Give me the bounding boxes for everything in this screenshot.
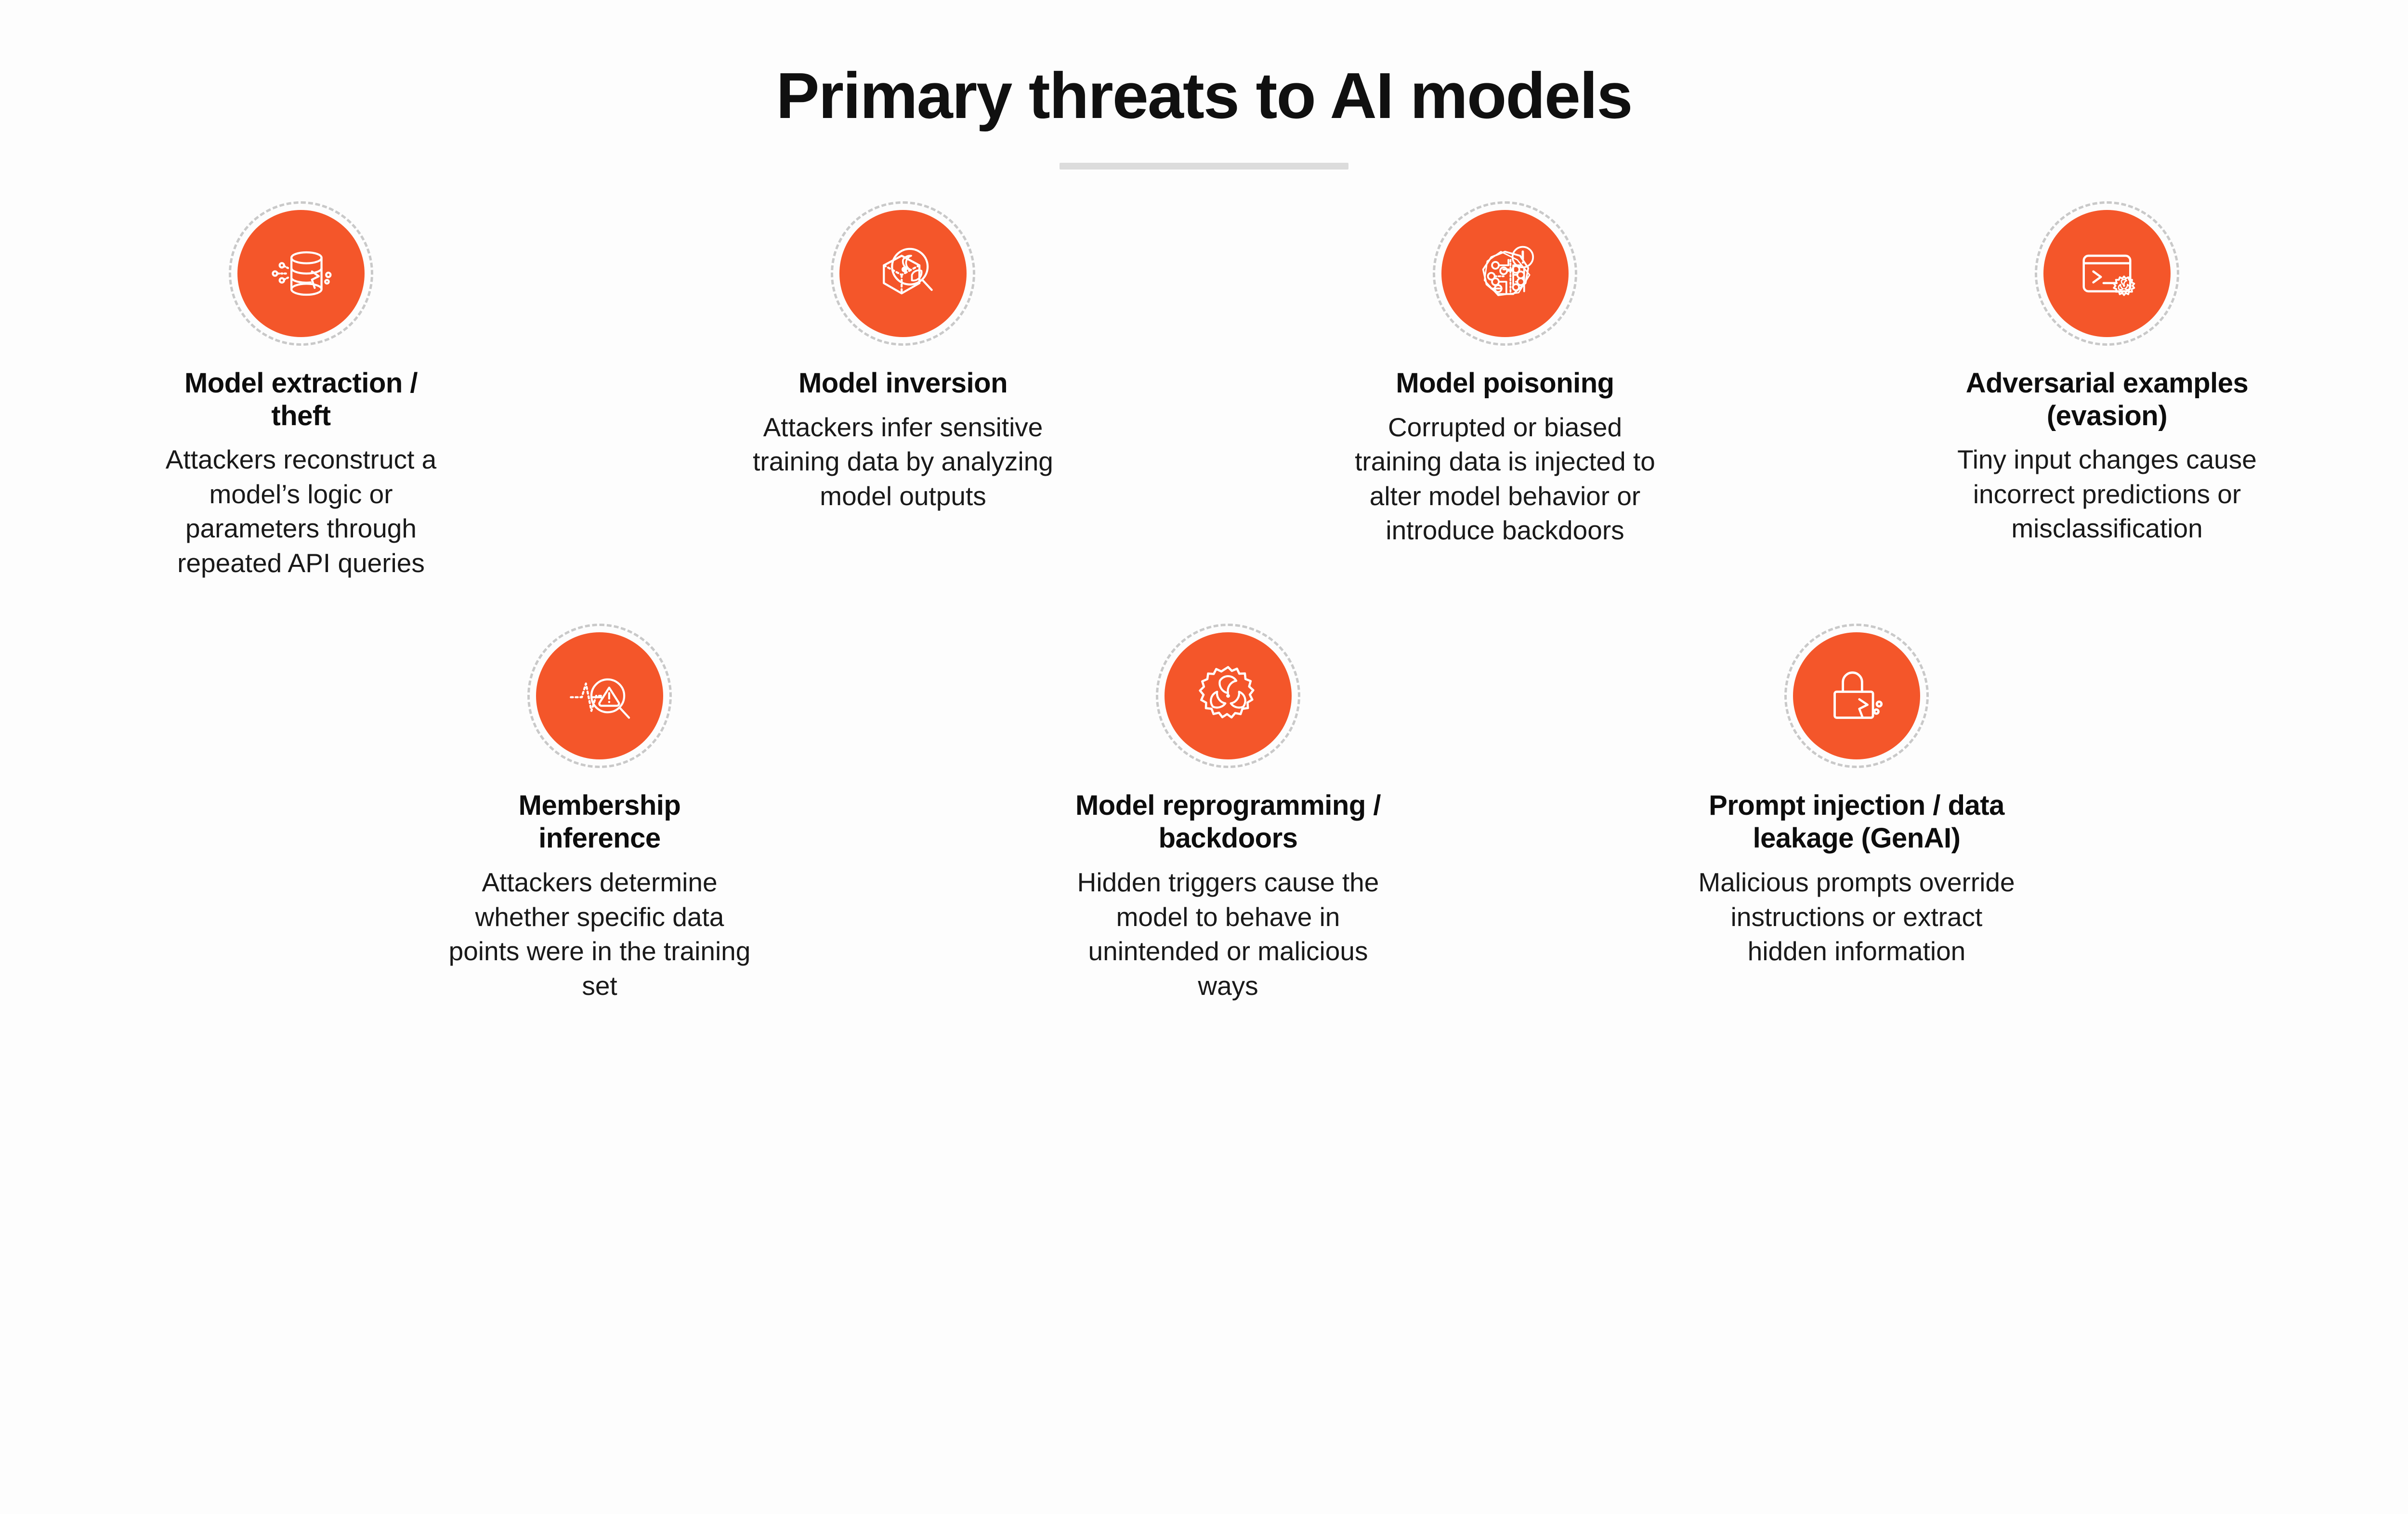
icon-badge [527, 624, 672, 769]
icon-badge [1784, 624, 1929, 769]
threat-description: Corrupted or biased training data is inj… [1355, 412, 1655, 546]
title-divider [1060, 162, 1348, 170]
threat-description: Hidden triggers cause the model to behav… [1077, 867, 1379, 1001]
dashed-ring [1433, 201, 1577, 346]
threat-card[interactable]: Prompt injection / data leakage (GenAI) … [1613, 624, 2100, 1003]
threat-card[interactable]: Model reprogramming / backdoors Hidden t… [985, 624, 1471, 1003]
threat-description: Malicious prompts override instructions … [1698, 867, 2015, 966]
dashed-ring [831, 201, 975, 346]
dashed-ring [2035, 201, 2179, 346]
threat-description: Tiny input changes cause incorrect predi… [1957, 444, 2257, 544]
threat-description: Attackers reconstruct a model’s logic or… [165, 444, 437, 578]
icon-circle [1793, 632, 1920, 760]
threat-title: Model inversion [798, 367, 1008, 399]
dashed-ring [1156, 624, 1300, 769]
icon-badge [2035, 201, 2179, 346]
threat-title: Prompt injection / data leakage (GenAI) [1709, 790, 2004, 854]
circuit-alert-icon [1482, 246, 1534, 296]
threat-description: Attackers infer sensitive training data … [753, 412, 1053, 511]
threat-title: Model poisoning [1396, 367, 1614, 399]
threat-title: Model extraction / theft [184, 367, 418, 431]
threat-card[interactable]: Model extraction / theft Attackers recon… [58, 201, 544, 581]
magnifier-cube-icon [883, 248, 933, 295]
icon-badge [229, 201, 373, 346]
waveform-magnifier-warning-icon [570, 679, 630, 719]
page-header: Primary threats to AI models [0, 0, 2408, 170]
dashed-ring [229, 201, 373, 346]
icon-circle [536, 632, 663, 760]
threat-row-2: Membership inference Attackers determine… [0, 624, 2408, 1003]
threat-card[interactable]: Model poisoning Corrupted or biased trai… [1262, 201, 1748, 581]
threat-row-1: Model extraction / theft Attackers recon… [0, 201, 2408, 581]
threat-card[interactable]: Membership inference Attackers determine… [356, 624, 843, 1003]
threat-description: Attackers determine whether specific dat… [448, 867, 751, 1001]
threat-card[interactable]: Model inversion Attackers infer sensitiv… [660, 201, 1146, 581]
dashed-ring [527, 624, 672, 769]
threat-card[interactable]: Adversarial examples (evasion) Tiny inpu… [1864, 201, 2350, 581]
icon-circle [1441, 209, 1569, 337]
page-title: Primary threats to AI models [776, 59, 1633, 132]
threat-title: Model reprogramming / backdoors [1075, 790, 1381, 854]
gear-biohazard-icon [1199, 666, 1255, 719]
icon-circle [1165, 632, 1292, 760]
icon-badge [1433, 201, 1577, 346]
icon-badge [1156, 624, 1300, 769]
terminal-biohazard-icon [2082, 254, 2135, 296]
threat-title: Membership inference [518, 790, 681, 854]
database-crack-icon [272, 251, 332, 296]
broken-padlock-icon [1833, 671, 1883, 719]
dashed-ring [1784, 624, 1929, 769]
threat-title: Adversarial examples (evasion) [1965, 367, 2249, 431]
icon-badge [831, 201, 975, 346]
icon-circle [839, 209, 967, 337]
icon-circle [237, 209, 365, 337]
icon-circle [2043, 209, 2171, 337]
